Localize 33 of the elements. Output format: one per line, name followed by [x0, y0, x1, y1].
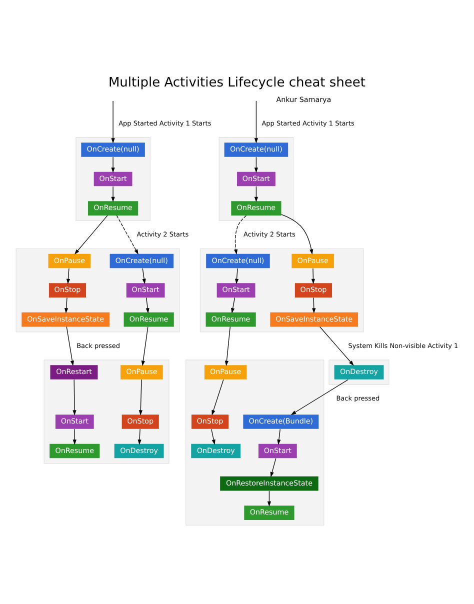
arrow [146, 297, 150, 314]
arrow [231, 297, 236, 314]
arrow [138, 428, 142, 445]
arrow [116, 215, 138, 255]
arrow [311, 268, 316, 284]
arrow [142, 268, 146, 284]
arrow [224, 326, 230, 366]
arrow [111, 186, 115, 202]
arrow [277, 428, 281, 445]
arrow [64, 297, 68, 314]
arrow [211, 428, 216, 445]
arrow [234, 215, 247, 255]
arrow [66, 326, 74, 366]
arrow [312, 297, 316, 314]
arrow [267, 490, 272, 507]
arrow [254, 186, 258, 202]
arrow [212, 379, 224, 416]
arrow [111, 100, 115, 144]
arrow [72, 379, 76, 416]
arrow [281, 214, 314, 255]
arrow [270, 458, 276, 478]
arrow [234, 268, 239, 284]
arrow [74, 215, 108, 254]
arrow [66, 268, 70, 284]
arrow [290, 379, 348, 415]
arrow [72, 428, 76, 445]
diagram-title: Multiple Activities Lifecycle cheat sheet [108, 76, 366, 91]
arrow [111, 156, 115, 173]
arrow [138, 379, 142, 416]
arrow [254, 156, 258, 173]
arrow [319, 326, 354, 366]
arrow [254, 100, 258, 144]
arrow [141, 326, 148, 366]
